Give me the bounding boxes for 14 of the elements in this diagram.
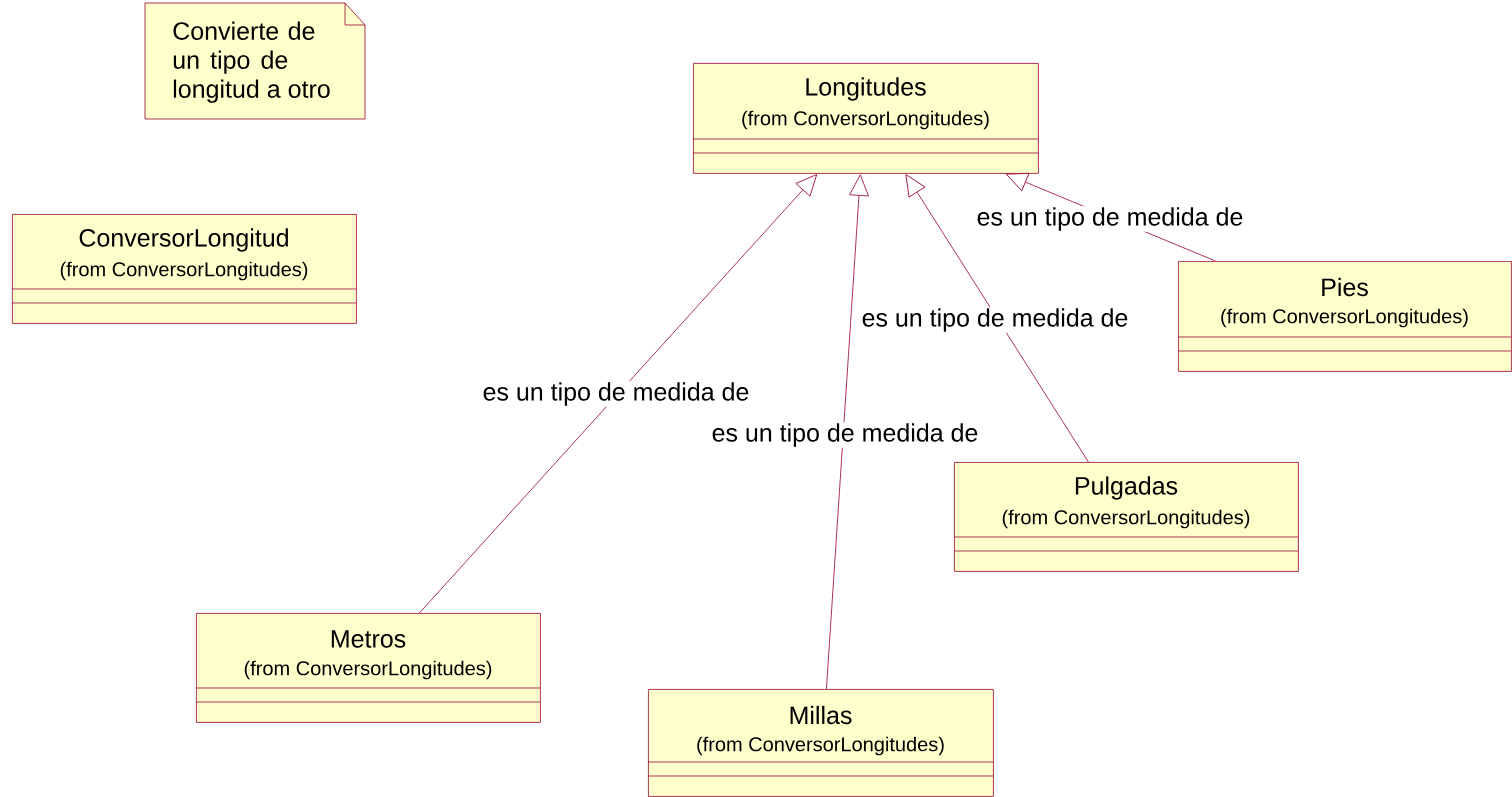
class-box: Pies (from ConversorLongitudes) xyxy=(1177,261,1512,372)
generalization-arrow xyxy=(419,174,818,614)
class-box: Pulgadas (from ConversorLongitudes) xyxy=(953,462,1299,572)
class-box: ConversorLongitud (from ConversorLongitudes) xyxy=(11,214,357,324)
edge-label: es un tipo de medida de xyxy=(860,307,1130,333)
edge-label: es un tipo de medida de xyxy=(975,206,1245,232)
note: Convierte de un tipo de longitud a otro xyxy=(144,2,366,120)
class-box: Millas (from ConversorLongitudes) xyxy=(647,689,994,797)
edge-label: es un tipo de medida de xyxy=(481,381,751,407)
generalization-arrow xyxy=(826,174,869,690)
class-box: Metros (from ConversorLongitudes) xyxy=(195,613,541,723)
edge-label: es un tipo de medida de xyxy=(710,422,980,448)
class-box: Longitudes (from ConversorLongitudes) xyxy=(692,63,1039,174)
generalization-arrow xyxy=(905,174,1089,463)
